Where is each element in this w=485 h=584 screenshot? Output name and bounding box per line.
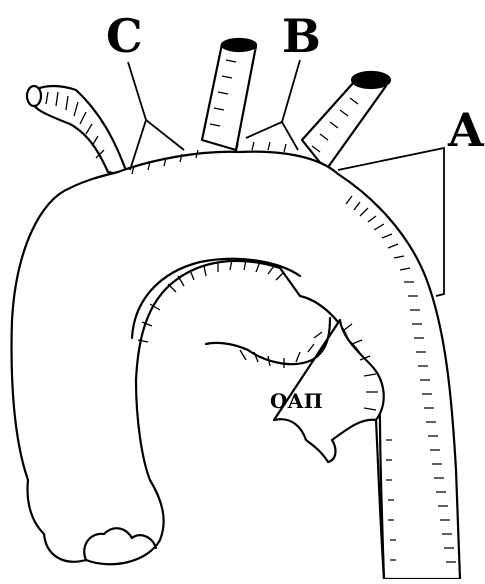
branch-c-vessel [30,86,128,176]
leader-b [246,60,300,150]
branch-b-left-vessel [202,44,256,150]
branch-b-right-opening [352,72,390,88]
label-c: C [106,9,143,63]
leader-c [128,62,184,170]
label-duct: ОАП [270,389,323,413]
branch-b-right-vessel [302,82,386,170]
label-a: A [447,103,485,157]
label-b: B [282,9,321,63]
branch-b-left-opening [222,39,256,51]
aortic-arch-body [12,152,460,579]
branch-c-opening [27,86,41,106]
